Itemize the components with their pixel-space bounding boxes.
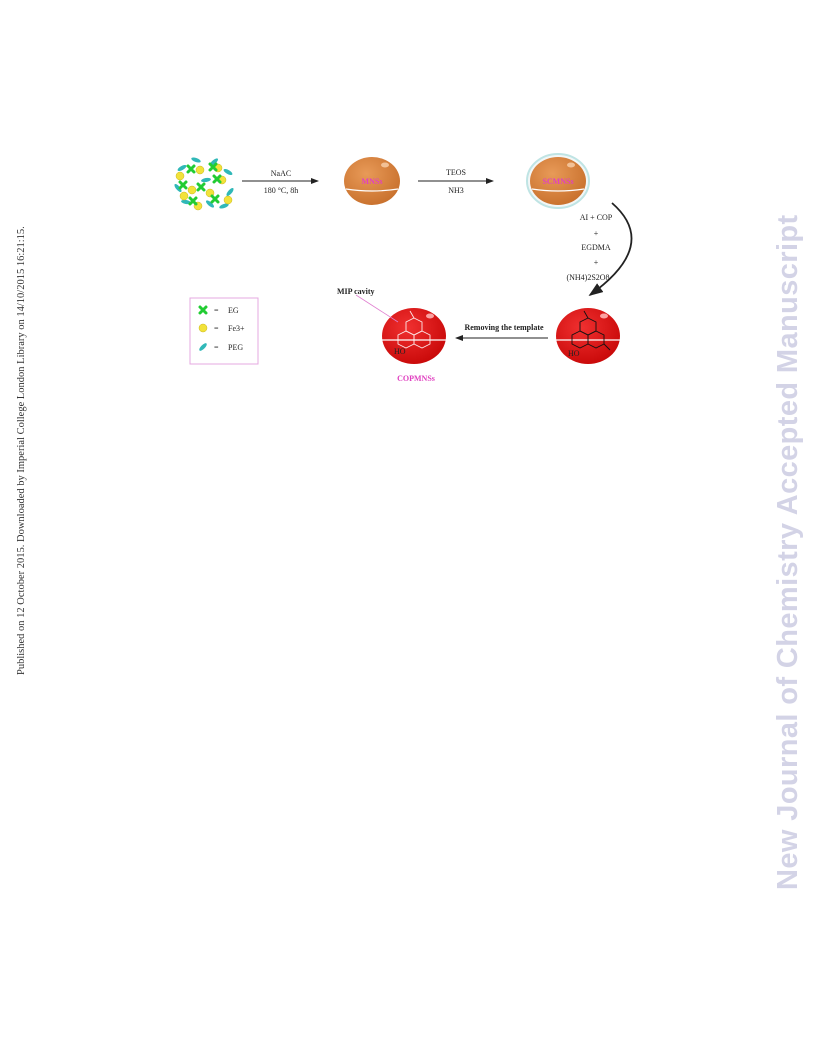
template-ho-label: HO — [568, 349, 580, 358]
legend-eq-peg: = — [214, 343, 219, 352]
mip-cavity-outline-icon — [397, 310, 431, 349]
mns-label: MNSs — [362, 177, 383, 186]
cavity-ho-label: HO — [394, 347, 406, 356]
step3-arrow: AI + COP + EGDMA + (NH4)2S2O8 — [566, 202, 633, 297]
step2-reagent: TEOS — [446, 168, 466, 177]
legend-label-eg: EG — [228, 306, 239, 315]
eg-cross-icon — [178, 162, 222, 206]
legend-label-peg: PEG — [228, 343, 243, 352]
step3-sep1: + — [594, 229, 599, 238]
legend-item-peg: = PEG — [199, 343, 243, 352]
legend-eq-fe: = — [214, 324, 219, 333]
legend-item-fe: = Fe3+ — [198, 323, 245, 333]
step3-line3: (NH4)2S2O8 — [566, 273, 609, 282]
scmns-particle: SCMNSs — [526, 153, 590, 209]
step4-label: Removing the template — [464, 323, 544, 332]
step2-arrow: TEOS NH3 — [418, 168, 494, 195]
step1-reagent: NaAC — [271, 169, 291, 178]
cross-icon — [198, 305, 208, 315]
legend-eq-eg: = — [214, 306, 219, 315]
leaf-icon — [199, 343, 207, 351]
mip-cavity-label: MIP cavity — [337, 287, 375, 296]
step4-arrow: Removing the template — [455, 323, 548, 341]
peg-leaf-icon — [174, 157, 234, 209]
legend-label-fe: Fe3+ — [228, 324, 245, 333]
scmns-label: SCMNSs — [542, 177, 573, 186]
copmns-particle: HO MIP cavity COPMNSs — [337, 287, 446, 383]
mip-cavity-pointer — [355, 294, 399, 323]
step3-sep2: + — [594, 258, 599, 267]
template-loaded-particle: HO — [556, 308, 620, 364]
step1-arrow: NaAC 180 °C, 8h — [242, 169, 319, 195]
legend: = EG = Fe3+ = PEG — [189, 297, 259, 365]
step1-condition: 180 °C, 8h — [264, 186, 299, 195]
fe-dot-icon — [175, 163, 233, 211]
step3-line1: AI + COP — [580, 213, 613, 222]
template-molecule-icon — [571, 310, 611, 351]
step3-line2: EGDMA — [581, 243, 611, 252]
precursor-cluster — [174, 157, 234, 211]
mns-particle: MNSs — [344, 157, 400, 205]
dot-icon — [198, 323, 208, 333]
step2-condition: NH3 — [448, 186, 464, 195]
copmns-label: COPMNSs — [397, 374, 435, 383]
legend-item-eg: = EG — [198, 305, 239, 315]
